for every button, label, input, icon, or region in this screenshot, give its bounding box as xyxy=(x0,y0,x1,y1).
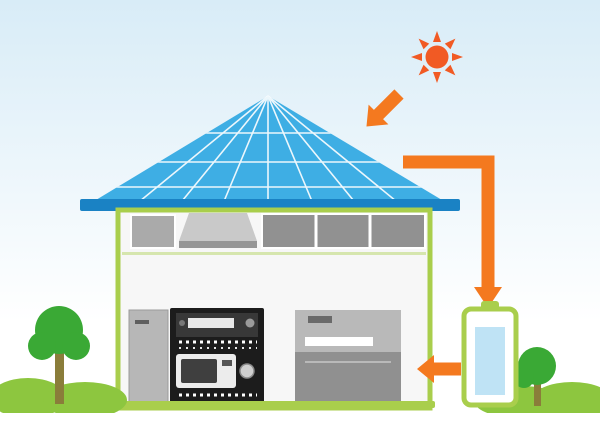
sunlight-arrow xyxy=(366,89,404,127)
roof-to-battery-arrow xyxy=(403,155,502,308)
sun-core xyxy=(425,45,449,69)
oven-lower-panel xyxy=(295,352,401,402)
battery-to-appliance-arrow xyxy=(417,355,461,383)
av-knob-small xyxy=(179,320,185,326)
floor-divider xyxy=(122,252,426,255)
roof-grid xyxy=(86,95,452,207)
oven-handle xyxy=(308,316,332,323)
av-knob xyxy=(245,318,255,328)
oven-slot xyxy=(305,337,373,346)
left-tree-canopy xyxy=(28,306,90,360)
microwave-display xyxy=(222,360,232,366)
sun-rays xyxy=(411,31,463,83)
left-bush xyxy=(0,378,127,418)
range-hood xyxy=(179,213,257,241)
range-hood-underside xyxy=(179,241,257,248)
oven-unit xyxy=(295,310,401,402)
roof-to-battery-arrow-shaft xyxy=(403,155,495,290)
right-tree-trunk xyxy=(534,382,541,406)
refrigerator xyxy=(128,309,169,405)
av-stack xyxy=(170,308,264,404)
roof-to-battery-arrow-head xyxy=(474,287,502,308)
upstairs-window-left xyxy=(130,214,176,249)
first-floor-appliances xyxy=(128,308,401,405)
refrigerator-handle xyxy=(135,320,149,324)
second-floor xyxy=(130,213,426,249)
upstairs-windows-right xyxy=(261,213,426,249)
ground-line xyxy=(113,401,435,408)
left-tree-trunk xyxy=(55,352,64,404)
microwave-knob xyxy=(239,363,255,379)
roof-panel xyxy=(86,96,452,206)
av-display xyxy=(188,318,234,328)
house xyxy=(115,207,433,411)
sun-icon xyxy=(411,31,463,83)
battery-cell xyxy=(475,327,505,395)
left-tree xyxy=(28,306,90,404)
right-tree xyxy=(514,347,556,406)
bottom-margin xyxy=(0,413,600,429)
right-tree-canopy xyxy=(514,347,556,388)
microwave-window xyxy=(181,359,217,383)
storage-battery xyxy=(461,301,519,408)
refrigerator-body xyxy=(128,309,169,405)
